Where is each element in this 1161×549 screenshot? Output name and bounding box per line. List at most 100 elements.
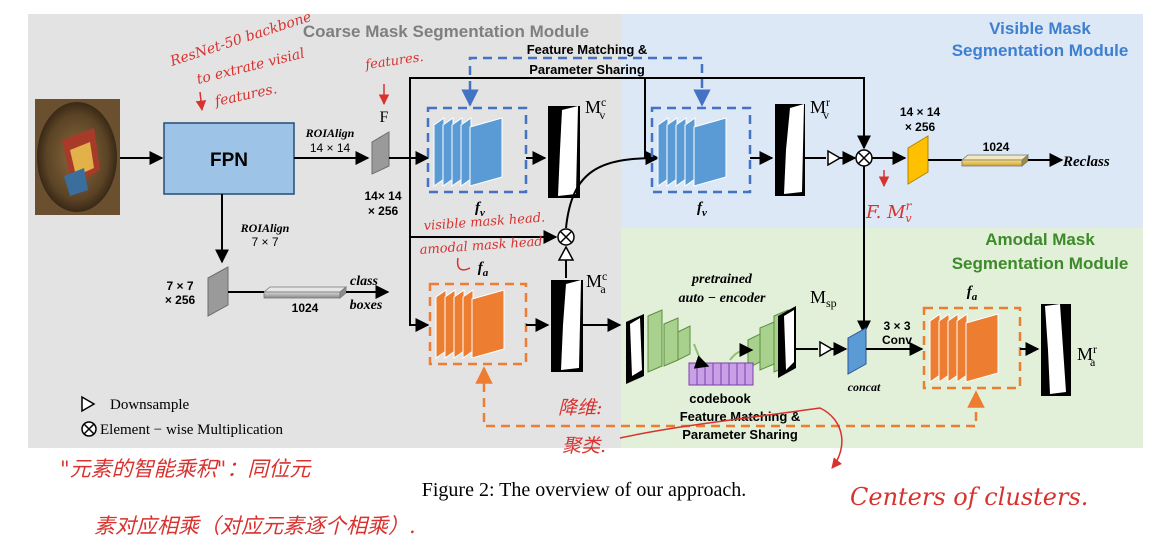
legend-multiplication-label: Element − wise Multiplication xyxy=(100,422,284,438)
mult-coarse-icon xyxy=(557,228,575,246)
reclass-size-1: 14 × 14 xyxy=(900,105,941,119)
feature-layer xyxy=(469,117,503,187)
codebook-cell xyxy=(720,362,730,386)
mar-mask xyxy=(1041,304,1071,396)
reclass-label: Reclass xyxy=(1062,154,1110,170)
yellow-feature-map xyxy=(907,135,929,185)
pretrained-label: pretrained xyxy=(691,272,753,287)
codebook-label: codebook xyxy=(689,391,751,406)
roialign-14-label: ROIAlign xyxy=(305,126,355,140)
visible-module-title-1: Visible Mask xyxy=(989,19,1091,38)
small-size-2: × 256 xyxy=(165,293,196,307)
fm-bottom-2: Parameter Sharing xyxy=(682,427,798,442)
legend-multiplication-icon xyxy=(81,421,97,437)
note-centers: Centers of clusters. xyxy=(850,483,1088,511)
visible-module-title-2: Segmentation Module xyxy=(952,41,1129,60)
autoencoder-layer xyxy=(663,317,679,367)
small-feature-map xyxy=(207,266,229,317)
fc-1024-yellow-bar xyxy=(960,154,1030,167)
decoder-output-mask xyxy=(778,306,796,378)
mvc-mask xyxy=(548,106,580,198)
codebook-cell xyxy=(696,362,706,386)
codebook-cell xyxy=(736,362,746,386)
boxes-label: boxes xyxy=(350,298,383,313)
fc-1024-label: 1024 xyxy=(292,301,319,315)
reclass-size-2: × 256 xyxy=(905,120,936,134)
codebook-to-decoder-arrow xyxy=(729,343,754,361)
autoencoder-label: auto − encoder xyxy=(678,291,766,306)
small-size-1: 7 × 7 xyxy=(166,279,193,293)
conv-label: Conv xyxy=(882,333,912,347)
class-label: class xyxy=(350,274,379,289)
fv-coarse-box xyxy=(426,106,528,194)
downsample-right-icon-1 xyxy=(827,149,842,167)
coarse-module-bg xyxy=(28,14,621,448)
autoencoder-layer xyxy=(759,321,775,371)
f-size-1: 14× 14 xyxy=(364,189,401,203)
concat-feature-map xyxy=(847,327,867,375)
fm-top-2: Parameter Sharing xyxy=(529,62,645,77)
autoencoder-layer xyxy=(677,325,691,361)
note-chinese-line2: 素对应相乘（对应元素逐个相乘）. xyxy=(94,514,416,538)
trunk-top-to-mult xyxy=(645,77,871,150)
msp-label: Msp xyxy=(810,287,837,310)
codebook-cell xyxy=(688,362,698,386)
legend-downsample-icon xyxy=(81,395,96,413)
input-image xyxy=(35,99,120,215)
f-feature-map xyxy=(371,131,390,175)
roialign-7-size: 7 × 7 xyxy=(251,235,278,249)
visible-module-bg xyxy=(621,14,1143,228)
codebook-cell xyxy=(744,362,754,386)
feature-layer xyxy=(471,289,505,359)
fa-amodal-label: fa xyxy=(967,284,978,303)
codebook-block xyxy=(688,362,754,386)
amodal-module-title-1: Amodal Mask xyxy=(985,230,1095,249)
fa-coarse-stack xyxy=(435,289,505,359)
fa-amodal-stack xyxy=(929,313,999,383)
legend-downsample-label: Downsample xyxy=(110,397,189,413)
feature-matching-top xyxy=(461,56,711,107)
decoder-stack xyxy=(747,306,796,378)
mvr-mask xyxy=(775,104,805,196)
conv-size-label: 3 × 3 xyxy=(883,319,910,333)
figure-caption: Figure 2: The overview of our approach. xyxy=(422,479,747,501)
fv-visible-box xyxy=(650,106,752,194)
coarse-module-title: Coarse Mask Segmentation Module xyxy=(303,22,589,41)
fc-1024-bar xyxy=(262,286,348,299)
codebook-cell xyxy=(712,362,722,386)
feature-layer xyxy=(693,117,727,187)
fm-top-1: Feature Matching & xyxy=(527,42,648,57)
note-chinese-b: 聚类. xyxy=(562,435,606,457)
fa-coarse-label: fa xyxy=(478,260,489,279)
trunk-to-fa xyxy=(409,158,430,332)
f-size-2: × 256 xyxy=(368,204,399,218)
fv-visible-label: fv xyxy=(697,200,707,219)
fv-visible-stack xyxy=(657,117,727,187)
amodal-module-title-2: Segmentation Module xyxy=(952,254,1129,273)
codebook-cell xyxy=(728,362,738,386)
mult-visible-icon xyxy=(855,149,873,167)
encoder-to-codebook-arrow xyxy=(693,343,710,369)
downsample-right-icon-2 xyxy=(819,340,834,358)
roialign-14-size: 14 × 14 xyxy=(310,141,351,155)
feature-matching-bottom xyxy=(475,366,985,428)
autoencoder-layer xyxy=(647,309,663,373)
f-label: F xyxy=(380,109,389,126)
fpn-label: FPN xyxy=(210,150,248,171)
concat-label: concat xyxy=(848,380,881,394)
fm-bottom-1: Feature Matching & xyxy=(680,409,801,424)
note-chinese-line1: "元素的智能乘积"：同位元 xyxy=(60,457,312,481)
mac-mask xyxy=(551,280,583,372)
mult-to-visible-curve xyxy=(565,151,660,229)
encoder-input-mask xyxy=(626,314,644,384)
fv-coarse-label: fv xyxy=(475,200,485,219)
feature-layer xyxy=(965,313,999,383)
fv-coarse-stack xyxy=(433,117,503,187)
roialign-7-label: ROIAlign xyxy=(240,221,290,235)
